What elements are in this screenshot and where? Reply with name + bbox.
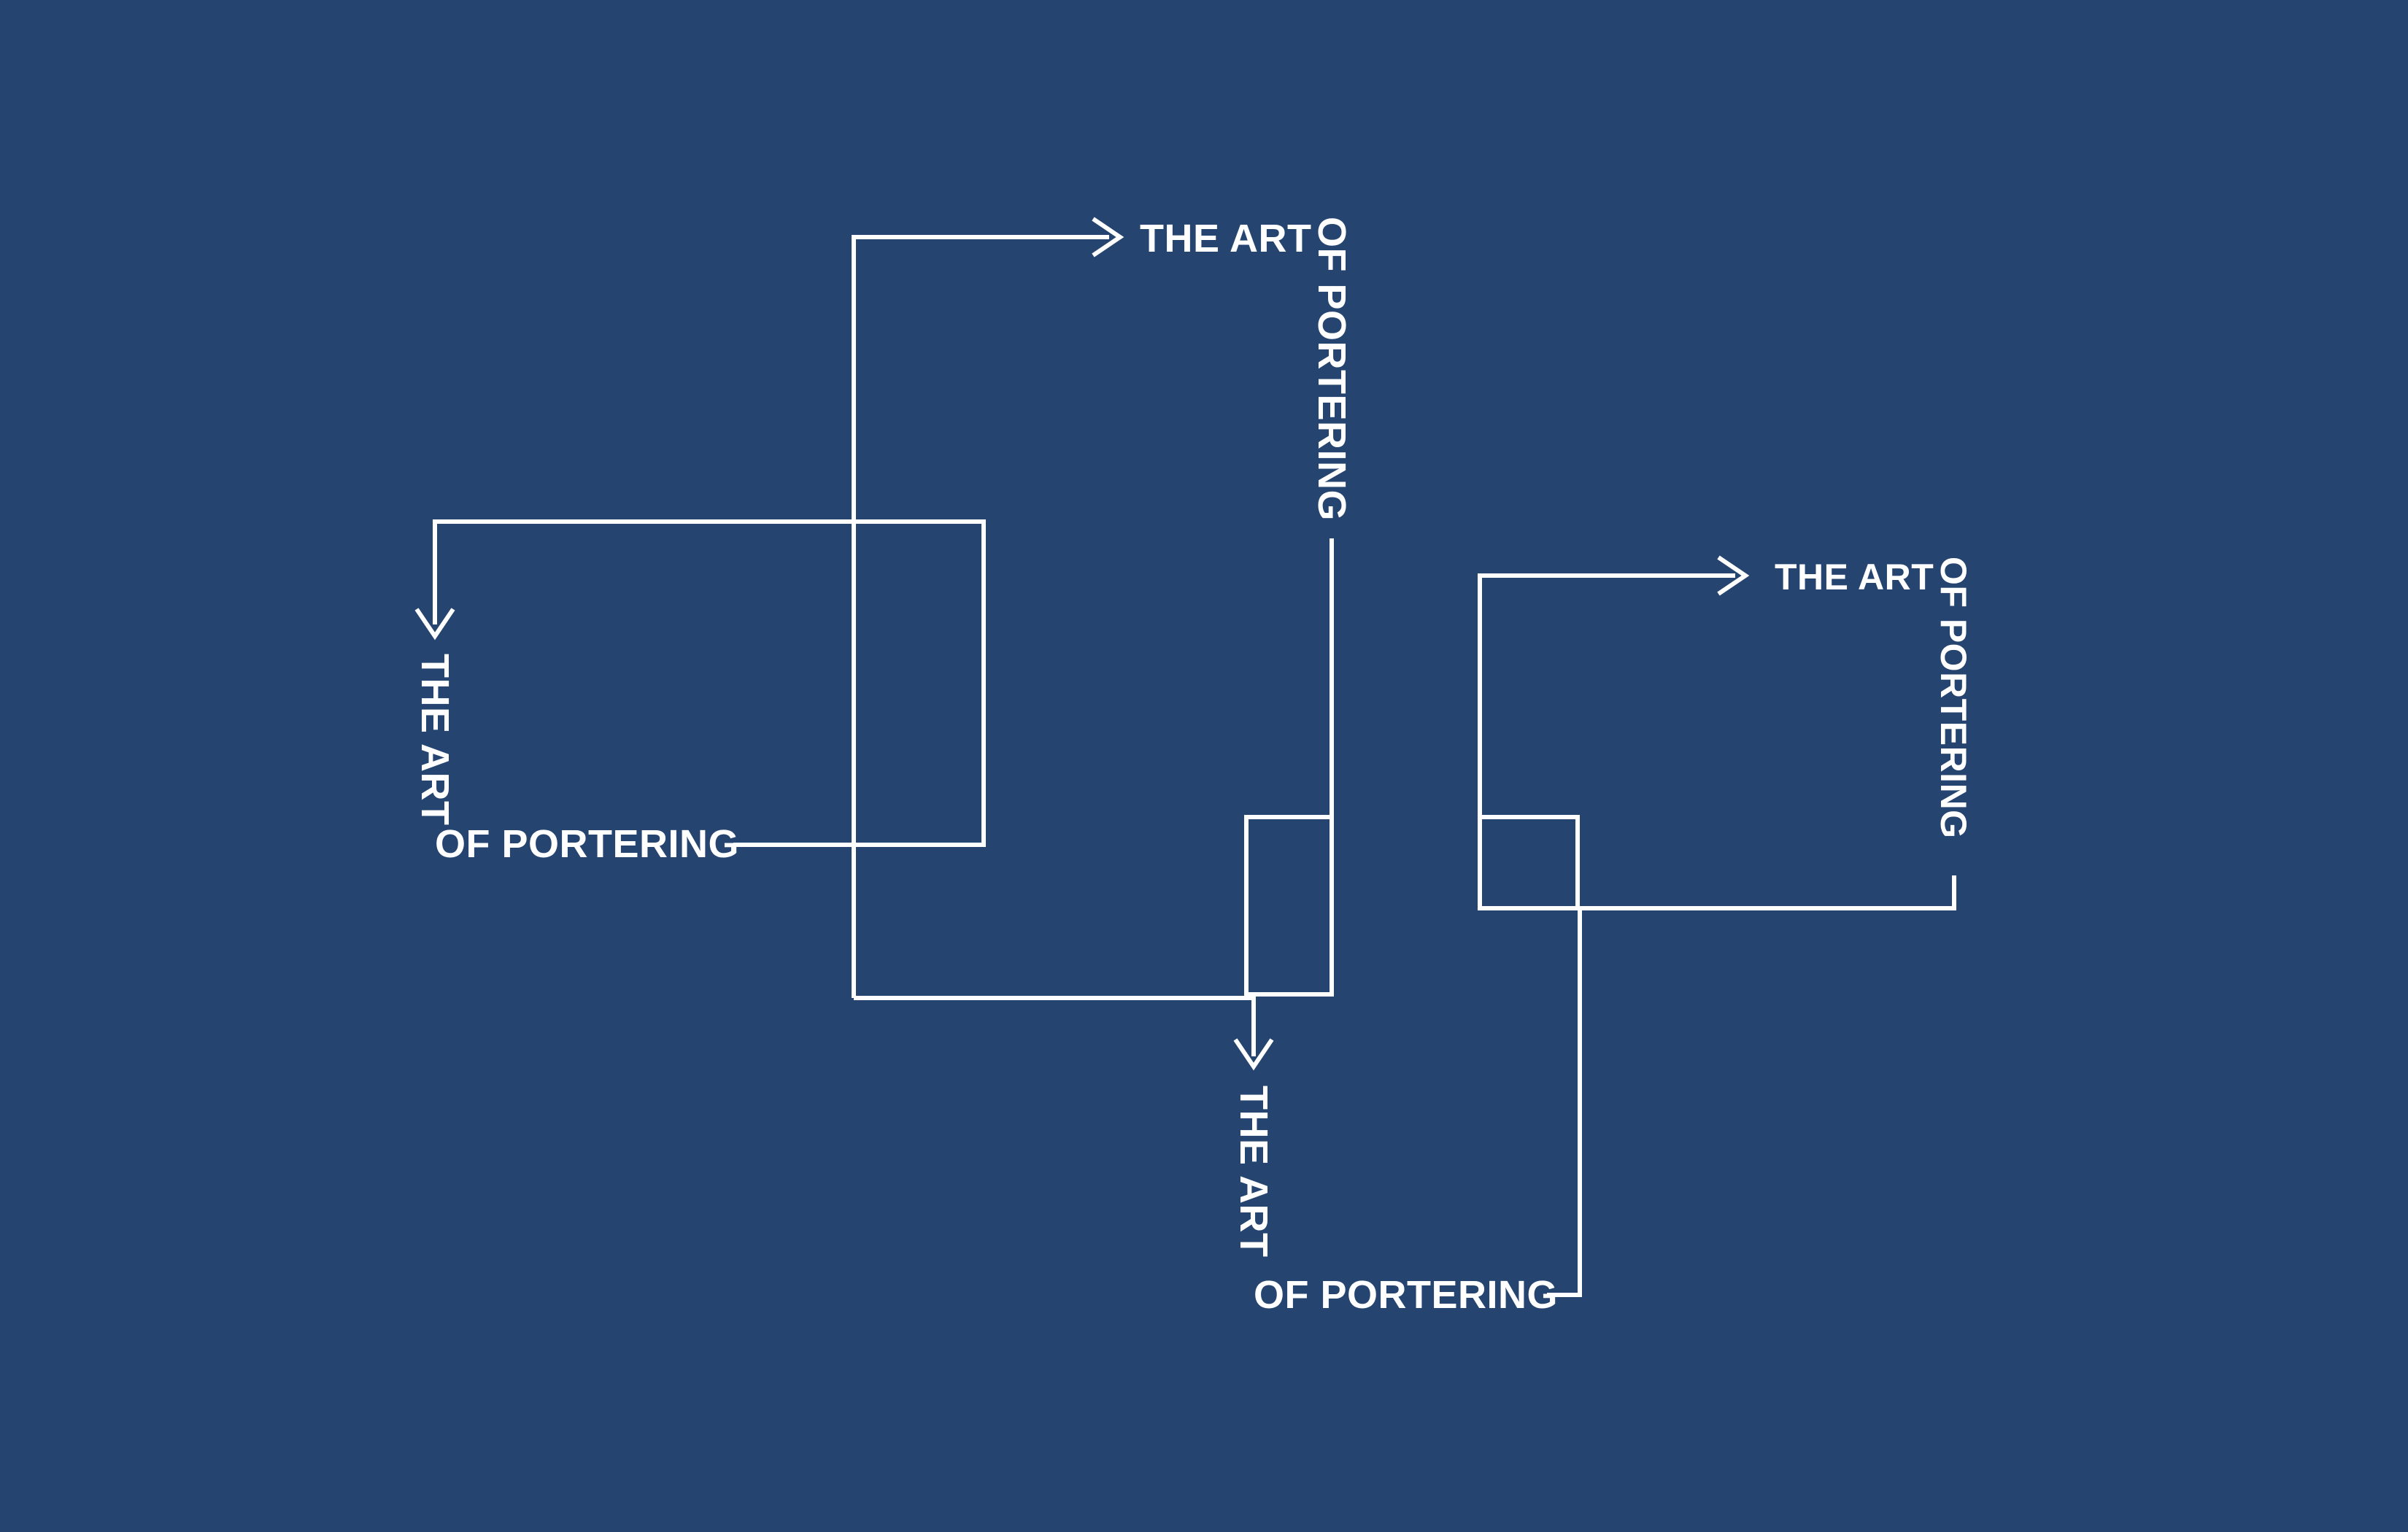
- tail-bottom-center: [1547, 908, 1582, 1297]
- lockup-top-center-line2: OF PORTERING: [1310, 217, 1354, 522]
- arrowhead-right-top-center: [1092, 217, 1124, 258]
- lockup-bottom-center-line1: THE ART: [1232, 1086, 1276, 1258]
- arrowhead-down-bottom-center: [1233, 1038, 1274, 1071]
- lockup-left-line1: THE ART: [413, 654, 457, 826]
- connector-left: [433, 519, 984, 624]
- lockup-right-line2: OF PORTERING: [1933, 557, 1974, 839]
- rect-large: [852, 519, 986, 847]
- arrowhead-right-right: [1717, 555, 1750, 596]
- lockup-left-line2: OF PORTERING: [435, 822, 740, 866]
- lockup-top-center-line1: THE ART: [1140, 217, 1312, 260]
- arrowhead-down-left: [414, 608, 455, 641]
- rect-middle: [1244, 815, 1334, 997]
- connector-bottom-center: [854, 996, 1256, 1056]
- rect-small: [1478, 815, 1580, 910]
- lockup-right-line1: THE ART: [1775, 557, 1934, 597]
- lockup-bottom-center-line2: OF PORTERING: [1254, 1273, 1559, 1317]
- connector-right: [1478, 573, 1735, 908]
- tail-right: [1480, 875, 1956, 910]
